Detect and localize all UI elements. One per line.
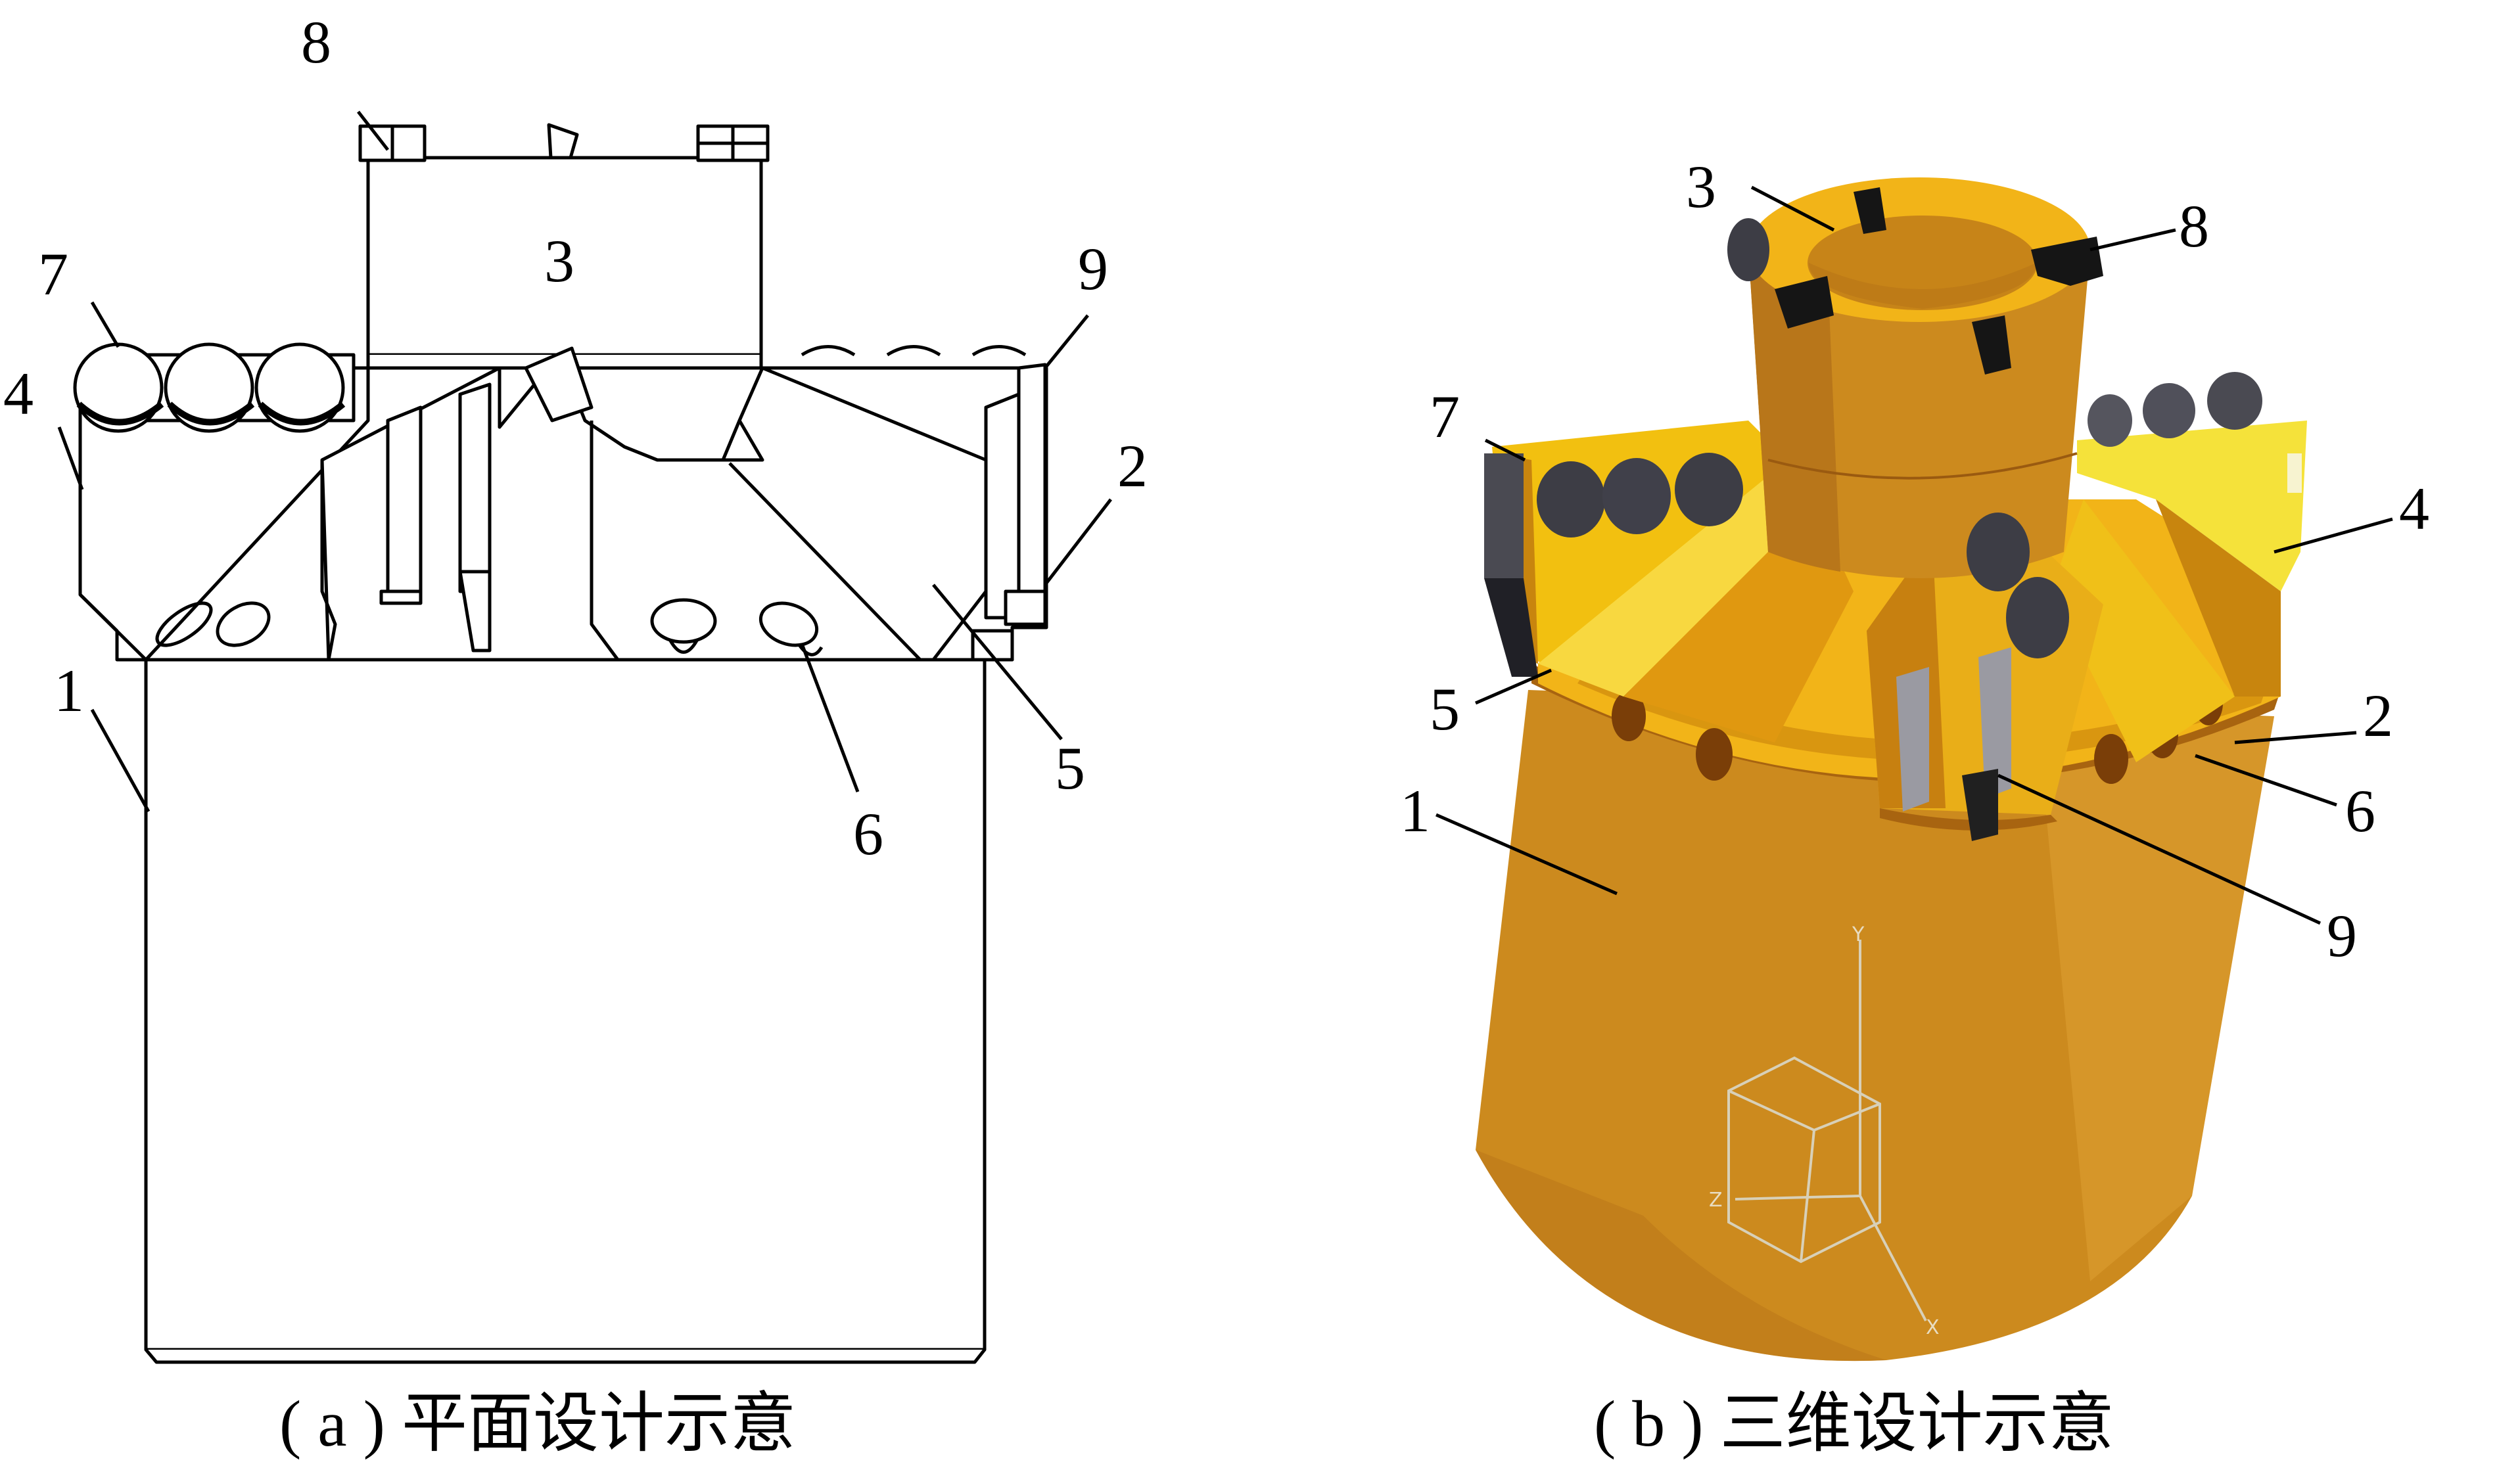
gauge-cutters-2d: [73, 342, 1027, 433]
panel-a-drawing: [57, 110, 1112, 1364]
label-a-5: 5: [1055, 735, 1085, 802]
caption-a: ( a ) 平面设计示意: [279, 1387, 796, 1460]
top-cutters-3d: [1775, 187, 2103, 375]
wing-4-3d: [2077, 421, 2307, 591]
top-tube-2d: [366, 156, 763, 357]
label-b-8: 8: [2179, 193, 2209, 260]
top-cutters-2d: [358, 123, 770, 162]
label-b-4: 4: [2399, 475, 2429, 542]
nozzles-2d: [155, 598, 824, 656]
gauge-cutters-3d: [1484, 218, 2302, 677]
label-a-4: 4: [3, 360, 34, 427]
label-a-3: 3: [544, 227, 574, 294]
body-cylinder-3d: [1476, 690, 2274, 1361]
label-b-7: 7: [1430, 383, 1460, 450]
label-b-3: 3: [1686, 153, 1716, 220]
label-a-1: 1: [54, 657, 84, 724]
label-b-2: 2: [2363, 682, 2393, 749]
body-cylinder-2d: [144, 658, 987, 1352]
axis-y-label: Y: [1852, 923, 1865, 946]
axis-z-label: Z: [1709, 1189, 1723, 1212]
label-b-1: 1: [1400, 777, 1430, 844]
blade-cutters-3d: [1896, 647, 2011, 841]
coordinate-axes: Y Z X: [1709, 923, 1940, 1339]
label-a-7: 7: [38, 240, 68, 308]
label-b-6: 6: [2345, 777, 2375, 844]
label-a-8: 8: [301, 9, 331, 76]
label-a-2: 2: [1117, 432, 1148, 499]
label-a-6: 6: [853, 800, 883, 867]
axis-x-label: X: [1926, 1316, 1940, 1339]
label-b-9: 9: [2327, 902, 2357, 969]
panel-b-render: Y Z X: [1435, 177, 2393, 1361]
caption-b: ( b ) 三维设计示意: [1594, 1387, 2114, 1460]
label-a-9: 9: [1078, 235, 1108, 302]
label-b-5: 5: [1430, 675, 1460, 743]
